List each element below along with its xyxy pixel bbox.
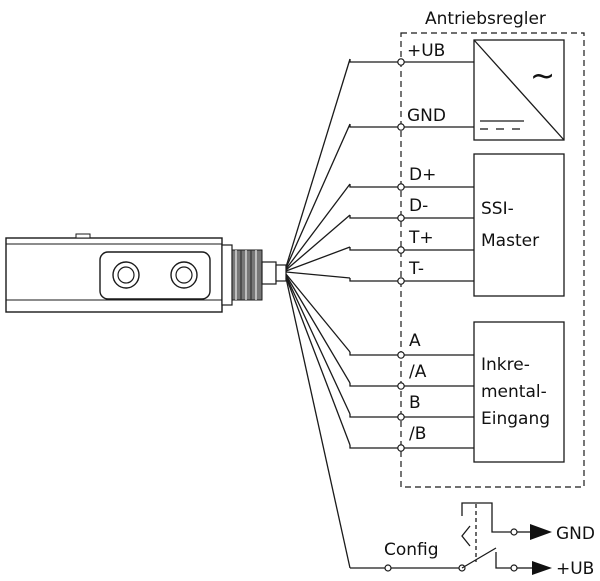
config-ub-label: +UB [556,559,594,576]
incremental-label-line1: Inkre- [481,355,530,375]
incremental-wires [349,352,474,449]
m12-connector-icon [221,244,287,306]
ac-symbol: ~ [530,59,555,94]
ssi-signal-label: D- [409,196,428,216]
ub-output-arrow-icon [510,561,552,575]
cable-fanout [285,58,351,569]
controller-enclosure [400,32,585,488]
incremental-signal-label: /A [409,362,427,382]
incremental-signal-label: A [409,331,421,351]
gnd-output-arrow-icon [510,524,552,540]
power-gnd-label: GND [407,106,446,126]
config-gnd-label: GND [556,524,595,544]
incremental-signal-label: /B [409,424,426,444]
ssi-signal-label: D+ [409,165,436,185]
ac-dc-converter-icon [473,39,565,141]
power-plus-label: +UB [407,41,445,61]
controller-title: Antriebsregler [425,9,546,29]
ssi-master-label-line1: SSI- [481,199,514,219]
incremental-input-box [473,321,565,463]
config-label: Config [384,540,439,560]
incremental-label-line3: Eingang [481,409,550,429]
ssi-master-label-line2: Master [481,231,539,251]
incremental-signal-label: B [409,393,421,413]
sensor-housing-icon [5,233,223,313]
ssi-master-box [473,153,565,297]
ssi-wires [349,184,474,282]
power-wires [349,59,474,128]
ssi-signal-label: T+ [408,228,434,248]
ssi-signal-label: T- [408,259,424,279]
config-wire [350,564,466,572]
terminals [397,58,405,452]
changeover-switch-icon [461,502,514,569]
incremental-label-line2: mental- [481,382,547,402]
